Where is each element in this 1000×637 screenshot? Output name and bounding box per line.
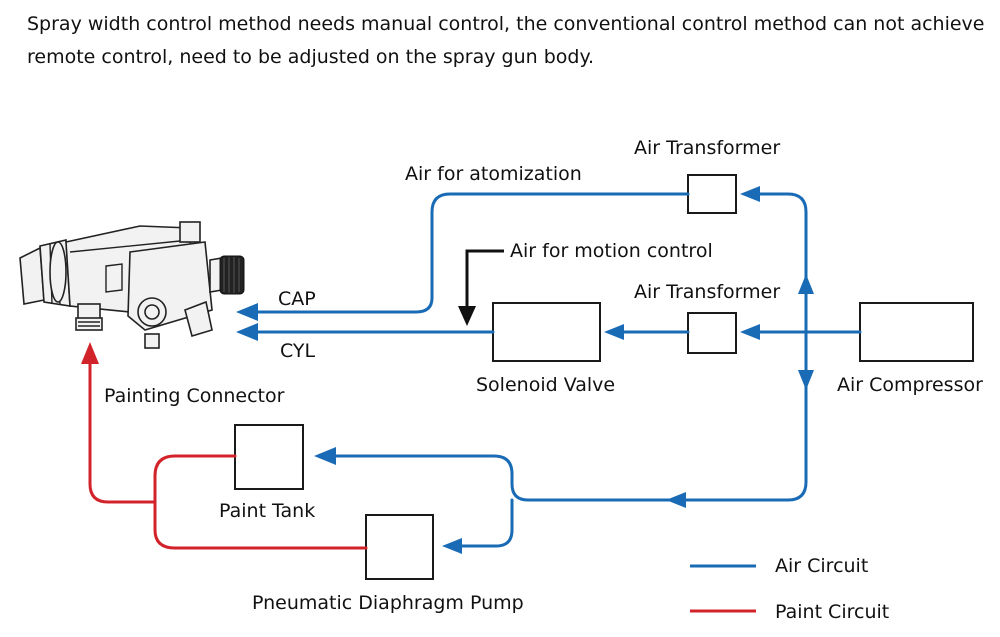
spray-gun-icon	[19, 221, 245, 349]
air-line-to-pump	[456, 498, 514, 548]
label-air-transformer-mid: Air Transformer	[634, 281, 780, 303]
label-cap: CAP	[278, 288, 316, 310]
paint-tank-box	[234, 424, 304, 490]
solenoid-valve-box	[492, 302, 601, 362]
air-compressor-box	[859, 302, 974, 362]
intro-text: Spray width control method needs manual …	[27, 13, 985, 68]
air-transformer-top-box	[687, 174, 737, 214]
air-line-atomization	[248, 192, 690, 314]
label-air-for-motion-control: Air for motion control	[510, 240, 713, 262]
legend-air-circuit-label: Air Circuit	[775, 555, 868, 577]
air-line-junction-to-top	[752, 192, 808, 334]
label-paint-tank: Paint Tank	[219, 500, 315, 522]
diaphragm-pump-box	[365, 514, 434, 580]
air-line-to-paint-tank	[328, 454, 530, 502]
label-pneumatic-diaphragm-pump: Pneumatic Diaphragm Pump	[252, 592, 524, 614]
air-transformer-mid-box	[687, 312, 737, 354]
paint-line-to-connector	[88, 358, 157, 504]
legend-paint-circuit-label: Paint Circuit	[775, 601, 889, 623]
label-air-compressor: Air Compressor	[837, 374, 983, 396]
label-air-for-atomization: Air for atomization	[405, 163, 582, 185]
label-cyl: CYL	[280, 340, 316, 362]
label-painting-connector: Painting Connector	[104, 385, 285, 407]
motion-control-arrow	[465, 249, 504, 312]
label-solenoid-valve: Solenoid Valve	[476, 374, 615, 396]
air-line-junction-to-bottom	[526, 330, 808, 502]
label-air-transformer-top: Air Transformer	[634, 137, 780, 159]
